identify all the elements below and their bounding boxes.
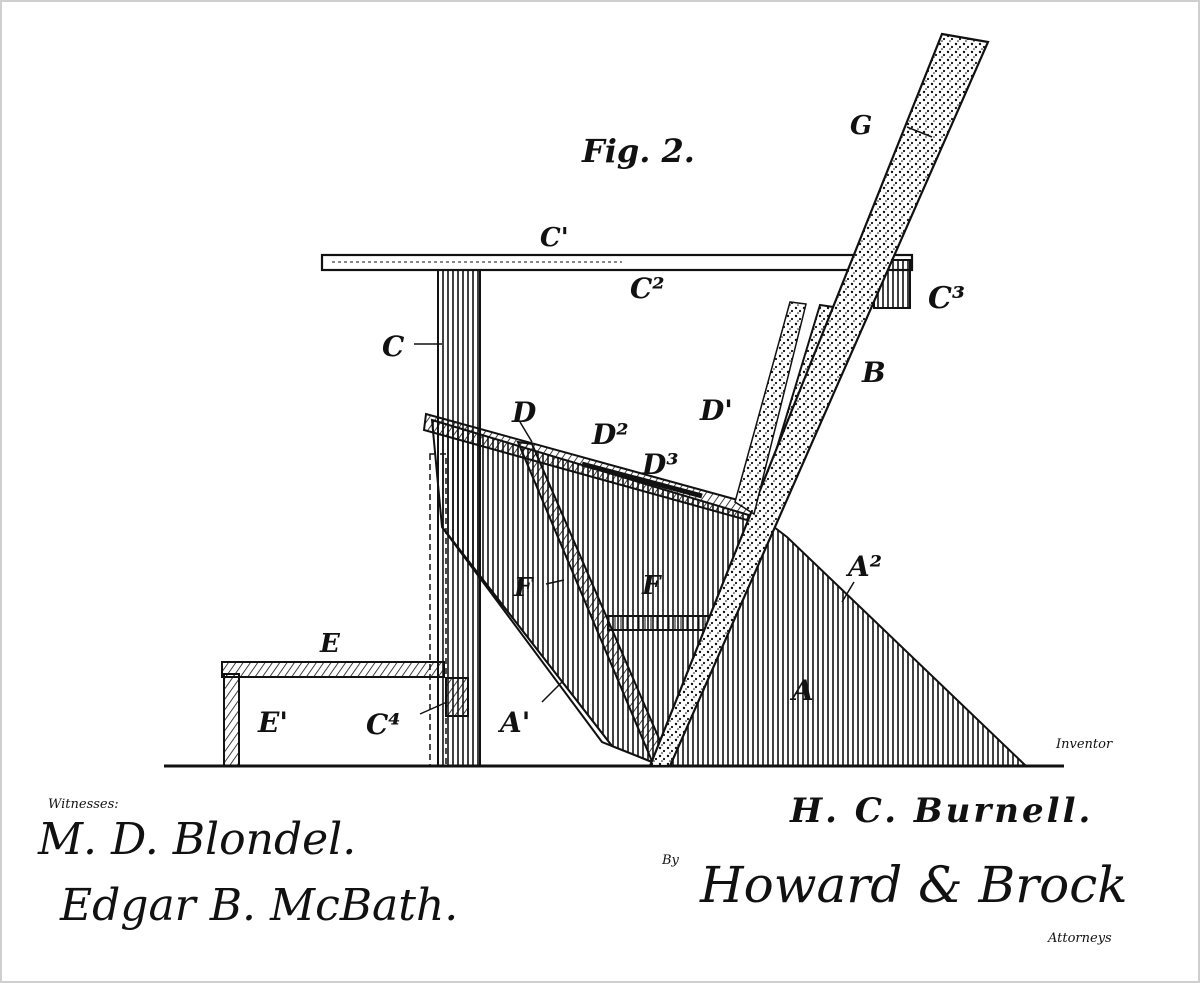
by-caption: By <box>661 853 680 868</box>
part-label-c2: C² <box>630 272 665 305</box>
part-label-a: A <box>789 674 814 707</box>
back-post-shadow <box>734 301 807 516</box>
part-label-d: D <box>511 396 537 429</box>
part-label-d2: D² <box>591 418 629 451</box>
inventor-name: H. C. Burnell. <box>789 791 1093 831</box>
part-label-e1: E' <box>257 706 288 739</box>
witness-signature-1: M. D. Blondel. <box>37 814 356 865</box>
footrest-leg-e1 <box>223 673 240 767</box>
part-label-g: G <box>850 111 872 141</box>
cross-brace-f <box>607 615 721 631</box>
figure-label: Fig. 2. <box>581 132 695 170</box>
footrest-top-e <box>221 661 445 678</box>
attorney-signature: Howard & Brock <box>699 856 1128 914</box>
leader-lines <box>414 126 933 715</box>
footrest-block-c4 <box>445 677 469 717</box>
part-label-d1: D' <box>699 394 733 427</box>
part-label-c3: C³ <box>928 281 965 316</box>
attorneys-caption: Attorneys <box>1047 931 1112 946</box>
inventor-caption: Inventor <box>1055 737 1113 752</box>
part-label-c4: C⁴ <box>366 708 401 741</box>
part-label-a1: A' <box>497 706 530 739</box>
part-label-a2: A² <box>845 550 882 583</box>
part-label-f1: F <box>513 573 534 603</box>
witnesses-caption: Witnesses: <box>48 797 119 812</box>
part-label-c1: C' <box>540 223 569 253</box>
witness-signature-2: Edgar B. McBath. <box>59 880 458 931</box>
part-label-b: B <box>861 356 886 389</box>
part-label-e: E <box>319 629 341 659</box>
front-leg-dashed <box>429 453 447 767</box>
rear-leg-back-post <box>648 32 990 768</box>
part-label-f2: F <box>641 571 662 601</box>
part-label-c: C <box>382 330 405 363</box>
seat-slat-d3 <box>581 461 703 499</box>
part-label-d3: D³ <box>641 448 679 481</box>
